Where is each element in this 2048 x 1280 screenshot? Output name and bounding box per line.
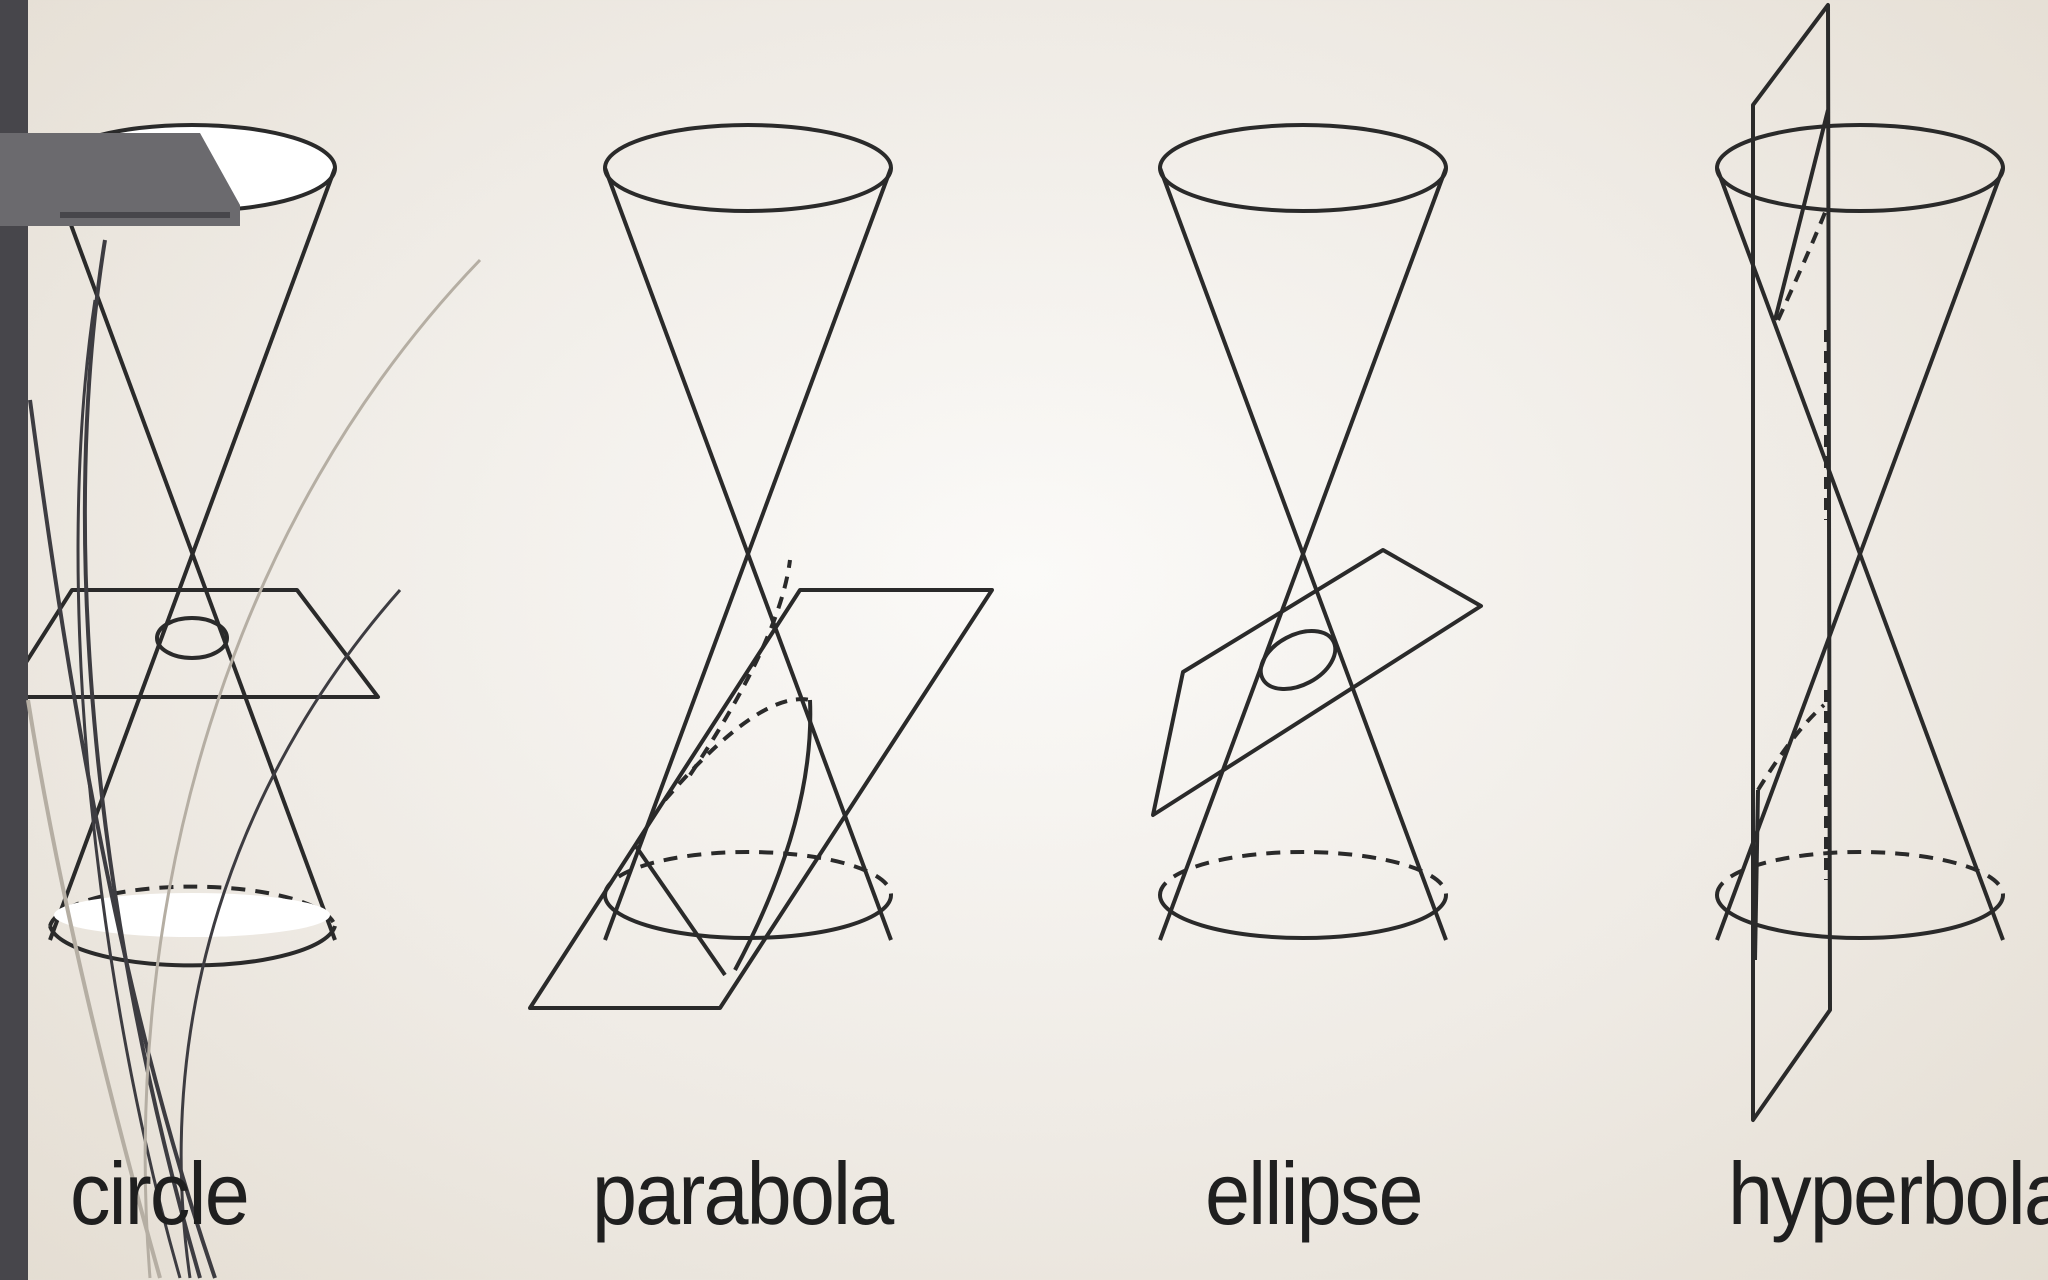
sidebar-tab-shadow: [60, 212, 230, 218]
hyperbola-upper-branch-edge: [1773, 109, 1830, 321]
parabola-section-hidden: [663, 697, 811, 802]
circle-cone-side-right: [48, 167, 337, 941]
parabola-section-hidden-2: [688, 559, 792, 777]
circle-base-highlight: [54, 893, 330, 937]
ellipse-cone-base-front: [1158, 894, 1448, 940]
label-hyperbola: hyperbola: [1728, 1144, 2048, 1243]
hyperbola-cutting-plane: [1751, 3, 1832, 1122]
label-circle: circle: [70, 1144, 250, 1243]
parabola-section-edge: [633, 843, 727, 977]
ellipse-cone-side-right: [1158, 167, 1448, 941]
parabola-section-curve: [733, 699, 813, 971]
hyperbola-figure: [1715, 3, 2005, 1122]
parabola-cone-base-front: [603, 894, 893, 940]
sidebar-tab: [0, 133, 240, 226]
ellipse-cone-base-back: [1158, 850, 1448, 896]
hyperbola-cone-base-back: [1715, 850, 2005, 896]
hyperbola-cone-top-ellipse: [1715, 123, 2005, 213]
hyperbola-cone-side-right: [1715, 167, 2005, 941]
decorative-curve-5: [143, 258, 482, 1279]
hyperbola-upper-branch-hidden: [1776, 209, 1828, 321]
hyperbola-cone-base-front: [1715, 894, 2005, 940]
circle-cone-base-front: [48, 925, 337, 968]
parabola-figure: [528, 123, 994, 1010]
hyperbola-lower-branch-edge: [1753, 789, 1760, 961]
circle-figure: [2, 123, 380, 968]
decorative-curve-3: [28, 399, 217, 1279]
hyperbola-lower-branch-hidden: [1756, 703, 1826, 792]
ellipse-section-curve: [1258, 629, 1338, 691]
parabola-cone-top-ellipse: [603, 123, 893, 213]
parabola-cutting-plane: [528, 588, 994, 1010]
ellipse-figure: [1151, 123, 1483, 941]
decorative-curve-2: [76, 299, 182, 1279]
parabola-cone-base-back: [603, 850, 893, 896]
slide-decoration: [0, 0, 482, 1280]
circle-section-curve: [155, 616, 229, 660]
label-ellipse: ellipse: [1205, 1144, 1423, 1243]
label-parabola: parabola: [592, 1144, 894, 1243]
ellipse-cone-top-ellipse: [1158, 123, 1448, 213]
decorative-curve-6: [26, 699, 162, 1279]
parabola-cone-side-right: [603, 167, 893, 941]
ellipse-cutting-plane: [1151, 548, 1483, 817]
decorative-curve-4: [179, 589, 402, 1279]
decorative-curve-1: [82, 239, 202, 1279]
